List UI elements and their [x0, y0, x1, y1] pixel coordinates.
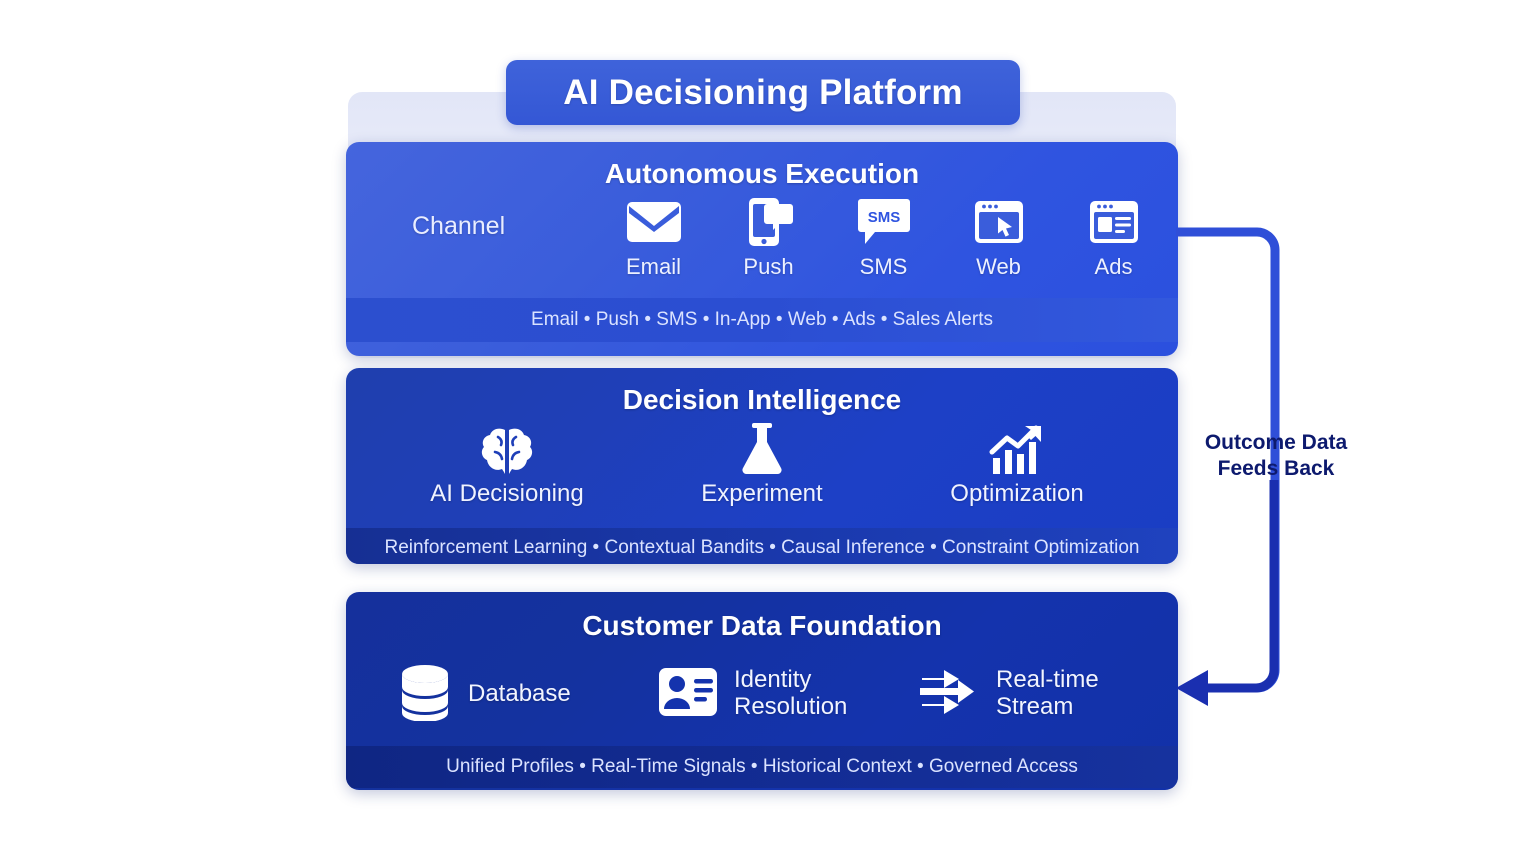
page-title: AI Decisioning Platform: [563, 72, 963, 112]
email-icon: [626, 196, 682, 248]
channel-label-email: Email: [625, 254, 681, 279]
channel-row-label: Channel: [412, 212, 506, 240]
channel-item-web[interactable]: Web: [941, 196, 1056, 280]
cdf-label-stream-line2: Stream: [996, 693, 1074, 720]
layer-footer-customer-data-foundation: Unified Profiles • Real-Time Signals • H…: [346, 746, 1178, 788]
cdf-label-identity-line2: Resolution: [734, 693, 848, 720]
cdf-label-real-time-stream: Real-time Stream: [996, 666, 1099, 721]
cdf-label-database: Database: [468, 679, 571, 708]
layer-footer-decision-intelligence: Reinforcement Learning • Contextual Band…: [346, 528, 1178, 564]
feedback-label-line2: Feeds Back: [1217, 456, 1335, 480]
flask-icon: [738, 422, 786, 476]
cdf-label-database-line1: Database: [468, 679, 571, 707]
channel-item-email[interactable]: Email: [596, 196, 711, 280]
layer-title-customer-data-foundation: Customer Data Foundation: [582, 610, 942, 641]
layer-autonomous-execution: Autonomous Execution Channel Email: [346, 142, 1178, 356]
cdf-label-identity-resolution: Identity Resolution: [734, 666, 848, 721]
decision-intelligence-items: AI Decisioning Experiment: [346, 416, 1178, 528]
sms-icon: SMS: [857, 196, 911, 248]
cdf-item-database[interactable]: Database: [398, 663, 658, 726]
ads-icon: [1088, 196, 1140, 248]
feedback-label-line1: Outcome Data: [1204, 431, 1348, 454]
cdf-label-stream-line1: Real-time: [996, 666, 1099, 694]
web-browser-icon: [973, 196, 1025, 248]
execution-channel-row: Channel Email: [346, 190, 1178, 298]
di-label-optimization: Optimization: [950, 480, 1084, 507]
channel-label-ads: Ads: [1094, 254, 1133, 279]
database-icon: [398, 663, 452, 726]
cdf-item-real-time-stream[interactable]: Real-time Stream: [918, 666, 1178, 723]
stream-arrows-icon: [918, 666, 980, 723]
channel-icon-group: Email Push: [596, 196, 1171, 280]
cdf-label-identity-line1: Identity: [734, 666, 812, 694]
di-item-ai-decisioning[interactable]: AI Decisioning: [380, 422, 635, 508]
layer-title-autonomous-execution: Autonomous Execution: [604, 158, 920, 189]
di-item-optimization[interactable]: Optimization: [890, 422, 1145, 508]
platform-title-badge: AI Decisioning Platform: [506, 60, 1020, 125]
layer-customer-data-foundation: Customer Data Foundation Database: [346, 592, 1178, 790]
channel-item-sms[interactable]: SMS SMS: [826, 196, 941, 280]
cdf-item-identity-resolution[interactable]: Identity Resolution: [658, 666, 918, 722]
sms-glyph-text: SMS: [867, 209, 900, 226]
growth-chart-icon: [989, 422, 1045, 476]
di-item-experiment[interactable]: Experiment: [635, 422, 890, 508]
channel-item-ads[interactable]: Ads: [1056, 196, 1171, 280]
feedback-loop-arrow: [1150, 180, 1450, 740]
layer-decision-intelligence: Decision Intelligence AI Decisioning: [346, 368, 1178, 564]
feedback-loop-label: Outcome Data Feeds Back: [1186, 430, 1366, 481]
layer-footer-autonomous-execution: Email • Push • SMS • In-App • Web • Ads …: [346, 298, 1178, 342]
brain-icon: [476, 422, 538, 476]
di-label-experiment: Experiment: [701, 480, 823, 507]
channel-label-push: Push: [743, 254, 794, 279]
di-label-ai-decisioning: AI Decisioning: [430, 480, 584, 507]
push-notification-icon: [745, 196, 793, 248]
layer-title-decision-intelligence: Decision Intelligence: [622, 384, 902, 415]
id-card-icon: [658, 667, 718, 722]
foundation-items: Database Identity Reso: [346, 642, 1178, 746]
channel-item-push[interactable]: Push: [711, 196, 826, 280]
channel-label-web: Web: [976, 254, 1021, 279]
channel-label-sms: SMS: [859, 254, 908, 279]
